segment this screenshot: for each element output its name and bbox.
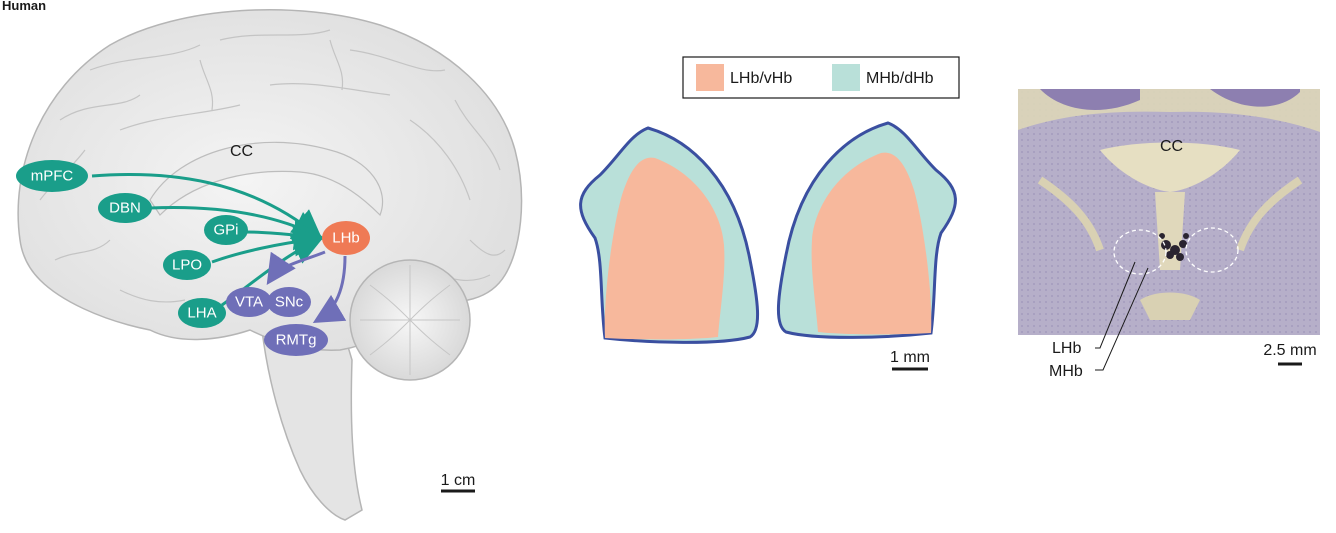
node-rmtg: RMTg xyxy=(264,324,328,356)
histology-scale-bar: 2.5 mm xyxy=(1263,342,1316,364)
panel-heading: Human xyxy=(2,0,46,13)
node-vta: VTA xyxy=(226,287,272,317)
schematic-scale-label: 1 mm xyxy=(890,349,930,366)
node-snc-label: SNc xyxy=(275,294,304,311)
brain-scale-label: 1 cm xyxy=(441,472,476,489)
histology-cc-label: CC xyxy=(1160,138,1183,155)
node-lhb-label: LHb xyxy=(332,230,360,247)
node-lpo-label: LPO xyxy=(172,257,202,274)
brain-cc-label: CC xyxy=(230,143,253,160)
habenula-right xyxy=(778,123,955,337)
node-gpi: GPi xyxy=(204,215,248,245)
histology-scale-label: 2.5 mm xyxy=(1263,342,1316,359)
habenula-legend: LHb/vHb MHb/dHb xyxy=(683,57,959,98)
histology-image: CC xyxy=(1018,89,1320,335)
node-dbn-label: DBN xyxy=(109,200,141,217)
node-mpfc: mPFC xyxy=(16,160,88,192)
node-dbn: DBN xyxy=(98,193,152,223)
schematic-scale-bar: 1 mm xyxy=(890,349,930,369)
node-gpi-label: GPi xyxy=(213,222,238,239)
histology-mhb-label: MHb xyxy=(1049,363,1083,380)
node-lha-label: LHA xyxy=(187,305,216,322)
node-rmtg-label: RMTg xyxy=(276,332,317,349)
node-lha: LHA xyxy=(178,298,226,328)
node-lhb: LHb xyxy=(322,221,370,255)
legend-label-mhb: MHb/dHb xyxy=(866,70,934,87)
node-lpo: LPO xyxy=(163,250,211,280)
legend-label-lhb: LHb/vHb xyxy=(730,70,792,87)
brain-illustration: CC xyxy=(18,10,521,520)
habenula-left xyxy=(581,128,758,342)
histology-lhb-label: LHb xyxy=(1052,340,1081,357)
node-snc: SNc xyxy=(267,287,311,317)
brain-scale-bar: 1 cm xyxy=(441,472,476,491)
node-mpfc-label: mPFC xyxy=(31,168,74,185)
legend-swatch-mhb xyxy=(832,64,860,91)
legend-swatch-lhb xyxy=(696,64,724,91)
node-vta-label: VTA xyxy=(235,294,263,311)
